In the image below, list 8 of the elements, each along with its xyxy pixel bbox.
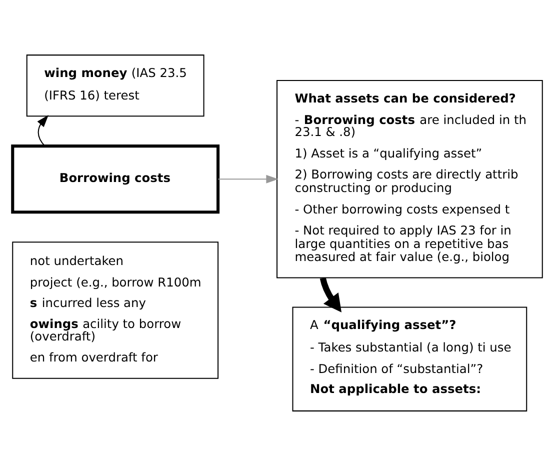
node-box: not undertaken project (e.g., borrow R100m s incurred less any owings acility to borrow (overdraft) en from overdraft for	[12, 242, 219, 379]
arrow	[218, 174, 278, 184]
node-box: A “qualifying asset”? - Takes substantial (a long) ti use - Definition of “substantial”? Not applicable to assets:	[292, 306, 528, 412]
arrow	[37, 115, 48, 146]
node-box: Borrowing costs	[11, 144, 220, 214]
node-box: wing money (IAS 23.5 (IFRS 16) terest	[26, 54, 204, 117]
arrow	[320, 277, 342, 312]
node-box: What assets can be considered? - Borrowing costs are included in th 23.1 & .8) 1) Asset is a “qualifying asset” 2) Borrowing costs are directly attrib constructing or producing - Other borrowing costs expensed t - Not required to apply IAS 23 for in large quantities on a repetitive bas measured at fair value (e.g., biolog	[276, 80, 543, 278]
